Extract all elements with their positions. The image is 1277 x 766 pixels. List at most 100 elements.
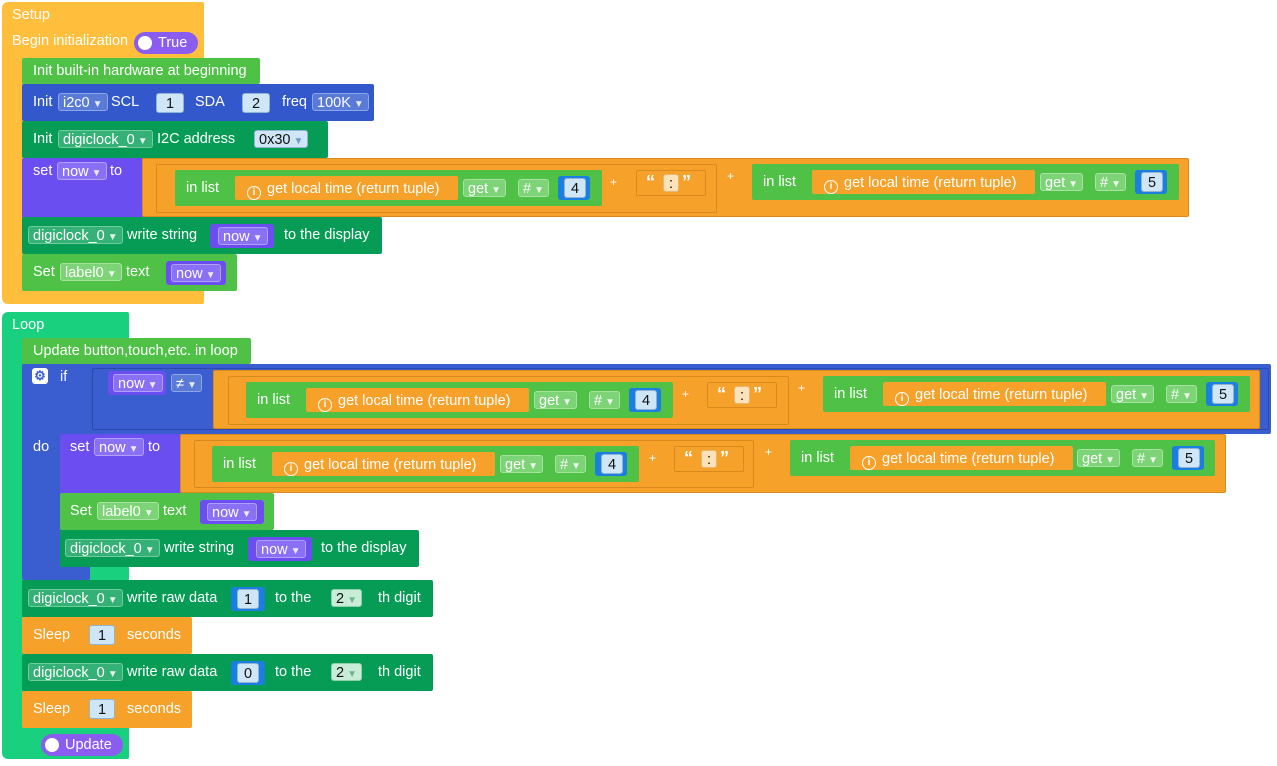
index-input[interactable]: 4 xyxy=(564,178,586,198)
th-digit-label-2: th digit xyxy=(378,664,421,680)
do-label0-value: label0 xyxy=(102,504,141,520)
local-time-block-2[interactable] xyxy=(812,170,1035,194)
raw-data-device-dropdown[interactable]: digiclock_0▼ xyxy=(28,589,123,607)
write-string-label: write string xyxy=(127,227,198,243)
local-time-block[interactable] xyxy=(235,176,458,200)
seconds-label-2: seconds xyxy=(127,701,182,717)
write-string-var-dropdown[interactable]: now▼ xyxy=(218,227,268,245)
scl-input[interactable]: 1 xyxy=(156,93,184,113)
toggle-knob-icon xyxy=(138,36,152,50)
do-text-colon-input[interactable]: : xyxy=(701,450,717,468)
raw-data-value-input[interactable]: 1 xyxy=(237,589,259,609)
quote-open-icon: “ xyxy=(646,172,655,192)
do-index-input-2[interactable]: 5 xyxy=(1178,448,1200,468)
cond-list-hash-dropdown[interactable]: #▼ xyxy=(589,391,620,409)
index-input-2[interactable]: 5 xyxy=(1141,172,1163,192)
do-set-label-label: Set xyxy=(70,503,92,519)
info-icon: i xyxy=(318,398,332,412)
do-index-input[interactable]: 4 xyxy=(601,454,623,474)
do-to-display-label: to the display xyxy=(321,540,407,556)
raw-data-label-2: write raw data xyxy=(127,664,218,680)
cond-local-time-block[interactable] xyxy=(306,388,529,412)
set-now-var-dropdown[interactable]: now▼ xyxy=(57,162,107,180)
join-plus-label-2: + xyxy=(727,169,735,183)
i2c-bus-dropdown[interactable]: i2c0▼ xyxy=(58,93,108,111)
do-local-time-block[interactable] xyxy=(272,452,495,476)
do-set-label: set xyxy=(70,439,90,455)
set-label-var-dropdown[interactable]: now▼ xyxy=(171,264,221,282)
cond-join-plus-label-2: + xyxy=(798,381,806,395)
do-text-label: text xyxy=(163,503,187,519)
freq-label: freq xyxy=(282,94,307,110)
info-icon: i xyxy=(824,180,838,194)
init-hardware-block[interactable] xyxy=(22,58,260,84)
cond-list-get-dropdown[interactable]: get▼ xyxy=(534,391,578,409)
update-hardware-label: Update button,touch,etc. in loop xyxy=(33,343,238,359)
loop-title: Loop xyxy=(12,317,45,333)
raw-data-device-dropdown-2[interactable]: digiclock_0▼ xyxy=(28,663,123,681)
do-list-hash-value-2: # xyxy=(1137,451,1146,467)
write-string-device-dropdown[interactable]: digiclock_0▼ xyxy=(28,226,123,244)
do-list-get-value-2: get xyxy=(1082,451,1103,467)
quote-close-icon: ” xyxy=(720,448,729,468)
list-get-dropdown[interactable]: get▼ xyxy=(463,179,507,197)
sleep-input-2[interactable]: 1 xyxy=(89,699,115,719)
toggle-knob-icon xyxy=(45,738,59,752)
do-write-string-var-dropdown[interactable]: now▼ xyxy=(256,540,306,558)
list-get-dropdown-2[interactable]: get▼ xyxy=(1040,173,1084,191)
compare-var-dropdown[interactable]: now▼ xyxy=(113,374,163,392)
update-hardware-block[interactable] xyxy=(22,338,251,364)
cond-list-get-dropdown-2[interactable]: get▼ xyxy=(1111,385,1155,403)
label0-dropdown[interactable]: label0▼ xyxy=(60,263,122,281)
digit-dropdown-2[interactable]: 2▼ xyxy=(331,663,362,681)
cond-list-hash-dropdown-2[interactable]: #▼ xyxy=(1166,385,1197,403)
digit-value-2: 2 xyxy=(336,665,345,681)
do-set-now-var-dropdown[interactable]: now▼ xyxy=(94,438,144,456)
compare-op-dropdown[interactable]: ≠▼ xyxy=(171,374,202,392)
seconds-label: seconds xyxy=(127,627,182,643)
cond-list-get-value: get xyxy=(539,393,560,409)
i2c-address-dropdown[interactable]: 0x30▼ xyxy=(254,130,309,148)
do-list-hash-dropdown[interactable]: #▼ xyxy=(555,455,586,473)
do-list-hash-dropdown-2[interactable]: #▼ xyxy=(1132,449,1163,467)
to-display-label: to the display xyxy=(284,227,370,243)
freq-dropdown[interactable]: 100K▼ xyxy=(312,93,369,111)
do-write-string-device-dropdown[interactable]: digiclock_0▼ xyxy=(65,539,160,557)
sda-input[interactable]: 2 xyxy=(242,93,270,113)
cond-index-input[interactable]: 4 xyxy=(635,390,657,410)
begin-init-toggle[interactable]: True xyxy=(134,32,198,54)
cond-local-time-block-2[interactable] xyxy=(883,382,1106,406)
digiclock-device-dropdown[interactable]: digiclock_0▼ xyxy=(58,130,153,148)
cond-text-colon-input[interactable]: : xyxy=(734,386,750,404)
do-local-time-block-2[interactable] xyxy=(850,446,1073,470)
set-now-var-value: now xyxy=(62,164,89,180)
sleep-input[interactable]: 1 xyxy=(89,625,115,645)
do-list-get-dropdown[interactable]: get▼ xyxy=(500,455,544,473)
do-label0-dropdown[interactable]: label0▼ xyxy=(97,502,159,520)
text-colon-input[interactable]: : xyxy=(663,174,679,192)
raw-data-device-value: digiclock_0 xyxy=(33,591,105,607)
if-gear-icon[interactable]: ⚙ xyxy=(32,368,48,384)
do-write-string-var-value: now xyxy=(261,542,288,558)
do-list-get-dropdown-2[interactable]: get▼ xyxy=(1077,449,1121,467)
cond-list-hash-value: # xyxy=(594,393,603,409)
do-set-now-var-value: now xyxy=(99,440,126,456)
do-set-label-var-dropdown[interactable]: now▼ xyxy=(207,503,257,521)
digit-dropdown[interactable]: 2▼ xyxy=(331,589,362,607)
init-hardware-label: Init built-in hardware at beginning xyxy=(33,63,247,79)
raw-data-device-value-2: digiclock_0 xyxy=(33,665,105,681)
update-toggle[interactable]: Update xyxy=(41,734,123,756)
to-the-label-2: to the xyxy=(275,664,312,680)
list-hash-value-2: # xyxy=(1100,175,1109,191)
cond-index-input-2[interactable]: 5 xyxy=(1212,384,1234,404)
list-hash-dropdown[interactable]: #▼ xyxy=(518,179,549,197)
raw-data-value-input-2[interactable]: 0 xyxy=(237,663,259,683)
label0-value: label0 xyxy=(65,265,104,281)
list-hash-dropdown-2[interactable]: #▼ xyxy=(1095,173,1126,191)
begin-init-toggle-value: True xyxy=(158,35,188,51)
